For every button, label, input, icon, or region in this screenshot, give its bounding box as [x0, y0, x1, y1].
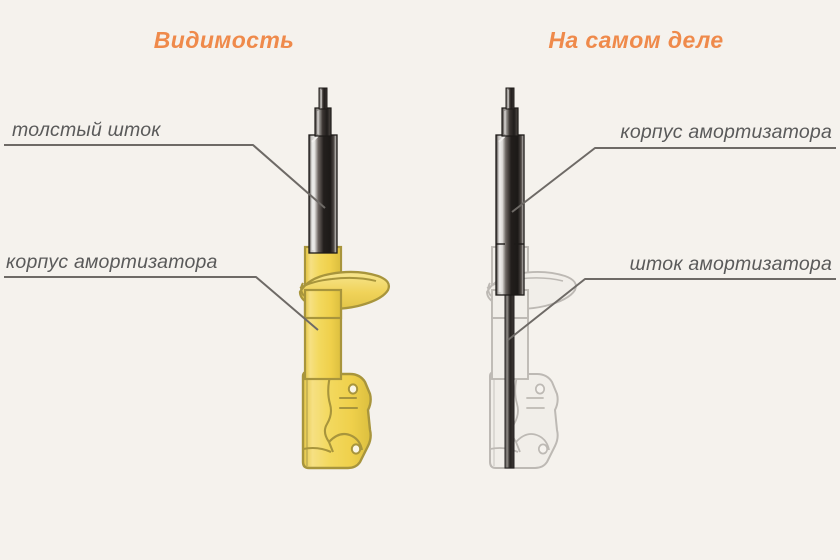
figure-right-strut	[486, 87, 577, 469]
left-spring-seat-left-tab	[300, 282, 305, 297]
left-yellow-body-midsection	[303, 288, 343, 320]
label-left-thick-rod: толстый шток	[12, 119, 161, 141]
left-bracket-ribs	[338, 396, 359, 410]
right-ghost-seat-left-tab	[487, 282, 492, 297]
leader-line-right-bottom	[507, 278, 836, 341]
left-piston-rod-tip	[318, 87, 328, 110]
leader-line-left-bottom	[4, 276, 319, 331]
right-ghost-bracket-ribs	[526, 397, 545, 409]
label-right-damper-rod: шток амортизатора	[630, 253, 832, 275]
left-dark-tube-top-bevel	[311, 135, 319, 143]
label-right-damper-housing: корпус амортизатора	[620, 121, 832, 143]
heading-left-visibility: Видимость	[154, 27, 295, 53]
right-ghost-bolt-hole-upper	[534, 383, 546, 395]
right-ghost-knuckle-bracket	[489, 370, 559, 469]
right-piston-rod-tip	[505, 87, 515, 110]
left-bracket-inner-contour	[323, 371, 334, 453]
leader-lines-group	[4, 144, 836, 341]
left-knuckle-bracket	[301, 369, 372, 470]
right-ghost-bolt-hole-lower	[537, 443, 549, 455]
left-bracket-foot-line	[302, 446, 332, 453]
left-bracket-lower-contour	[328, 432, 364, 451]
right-ghost-bracket-lower-contour	[515, 433, 550, 451]
heading-right-in-reality: На самом деле	[548, 27, 723, 53]
leader-line-right-top	[511, 147, 836, 213]
label-left-damper-housing: корпус амортизатора	[6, 251, 218, 273]
left-bracket-bolt-hole-lower	[350, 443, 362, 455]
right-cartridge-top-bevel	[498, 135, 506, 143]
leader-line-left-top	[4, 144, 326, 209]
figure-left-strut	[298, 87, 391, 470]
left-spring-seat-inner-line	[299, 276, 377, 289]
left-bracket-bolt-hole-upper	[347, 383, 359, 395]
